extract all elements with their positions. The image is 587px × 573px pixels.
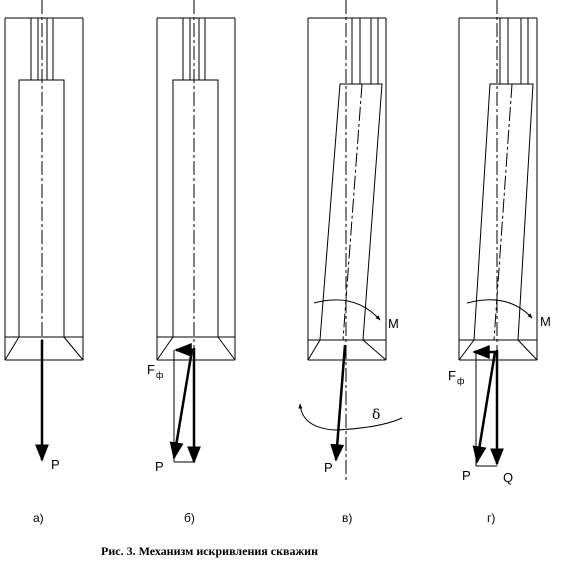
force-f-sub-d: ф <box>457 376 465 386</box>
moment-label-d: M <box>540 314 551 329</box>
borehole-walls-b <box>156 17 236 361</box>
angle-arc-c <box>298 403 403 431</box>
borehole-walls-a <box>4 17 84 361</box>
moment-arc-d <box>466 299 533 319</box>
tilted-axis-c <box>342 83 363 341</box>
panel-a-label: а) <box>33 511 44 525</box>
force-q-label-d: Q <box>503 470 513 485</box>
resultant-arrow-b <box>169 349 194 460</box>
force-p-arrow-c <box>330 344 347 462</box>
force-p-label-c: P <box>324 460 333 475</box>
panel-d <box>458 0 538 467</box>
drill-collar-a <box>4 79 84 361</box>
force-f-sub-b: ф <box>156 370 164 380</box>
panel-c <box>298 0 403 480</box>
drill-collar-c <box>307 83 387 361</box>
force-f-label-b: F <box>147 362 155 377</box>
drill-pipe-c <box>351 18 379 84</box>
drill-pipe-d <box>499 18 529 84</box>
resultant-arrow-d <box>472 351 497 464</box>
borehole-walls-c <box>307 17 387 361</box>
force-p-label-b: P <box>155 459 164 474</box>
force-f-label-d: F <box>448 368 456 383</box>
drill-pipe-b <box>182 18 206 80</box>
drill-pipe-a <box>30 18 54 80</box>
panel-c-label: в) <box>342 511 352 525</box>
figure-caption: Рис. 3. Механизм искривления скважин <box>101 544 318 558</box>
borehole-walls-d <box>458 17 538 361</box>
force-p-label-a: P <box>51 457 60 472</box>
drill-collar-d <box>458 83 538 361</box>
panel-a <box>4 0 84 462</box>
panel-b-label: б) <box>184 511 195 525</box>
panel-d-label: г) <box>487 511 495 525</box>
angle-label-c: δ <box>372 407 380 423</box>
tilted-axis-d <box>493 83 513 341</box>
moment-label-c: M <box>388 316 399 331</box>
force-p-label-d: P <box>462 468 471 483</box>
panel-b <box>156 0 236 464</box>
moment-arc-c <box>313 299 381 321</box>
drill-collar-b <box>156 79 236 361</box>
